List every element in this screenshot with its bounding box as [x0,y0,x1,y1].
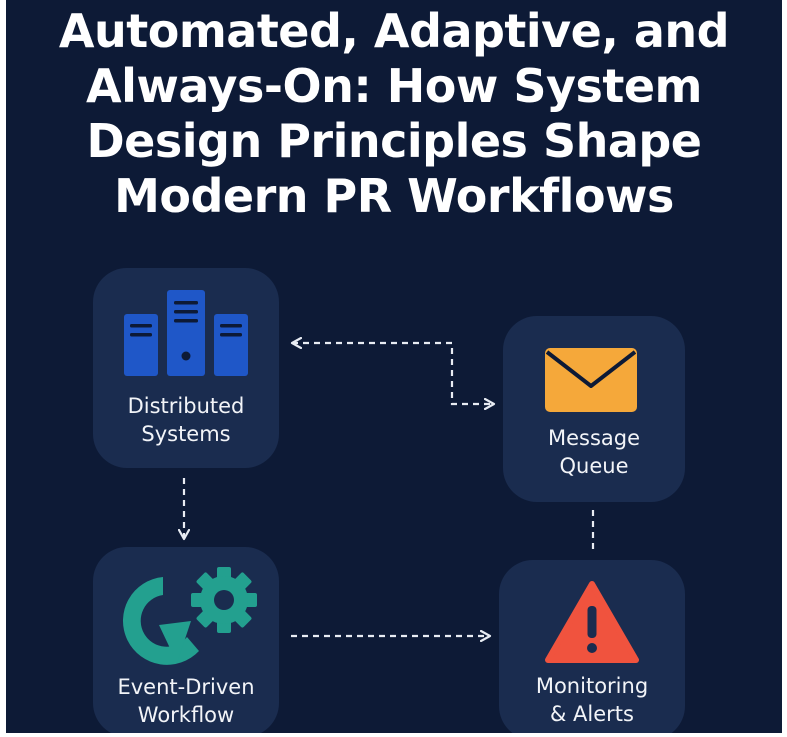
title-line-2: Always-On: How System [86,59,702,113]
connector-distributed-queue [292,343,494,404]
node-label-line-1: Monitoring [535,674,649,698]
node-label-line-2: Queue [559,454,629,478]
node-monitoring-alerts: Monitoring & Alerts [499,560,685,733]
node-label-line-2: & Alerts [550,702,634,726]
node-label-line-2: Workflow [137,703,235,727]
envelope-icon [545,348,637,412]
node-message-queue: Message Queue [503,316,685,502]
node-distributed-systems: Distributed Systems [93,268,279,468]
node-label: Distributed Systems [93,392,279,448]
diagram-canvas: Automated, Adaptive, and Always-On: How … [6,0,782,733]
title-line-4: Modern PR Workflows [114,169,674,223]
node-label: Message Queue [503,424,685,480]
node-event-driven-workflow: Event-Driven Workflow [93,547,279,733]
page-title: Automated, Adaptive, and Always-On: How … [6,4,782,224]
node-label-line-2: Systems [141,422,231,446]
node-label-line-1: Message [547,426,641,450]
title-line-1: Automated, Adaptive, and [58,4,730,58]
warning-icon [545,581,639,663]
node-label: Monitoring & Alerts [499,672,685,728]
node-label-line-1: Distributed [127,394,245,418]
refresh-gear-icon [122,567,257,665]
title-line-3: Design Principles Shape [86,114,702,168]
node-label: Event-Driven Workflow [93,673,279,729]
server-icon [124,290,248,376]
node-label-line-1: Event-Driven [117,675,255,699]
